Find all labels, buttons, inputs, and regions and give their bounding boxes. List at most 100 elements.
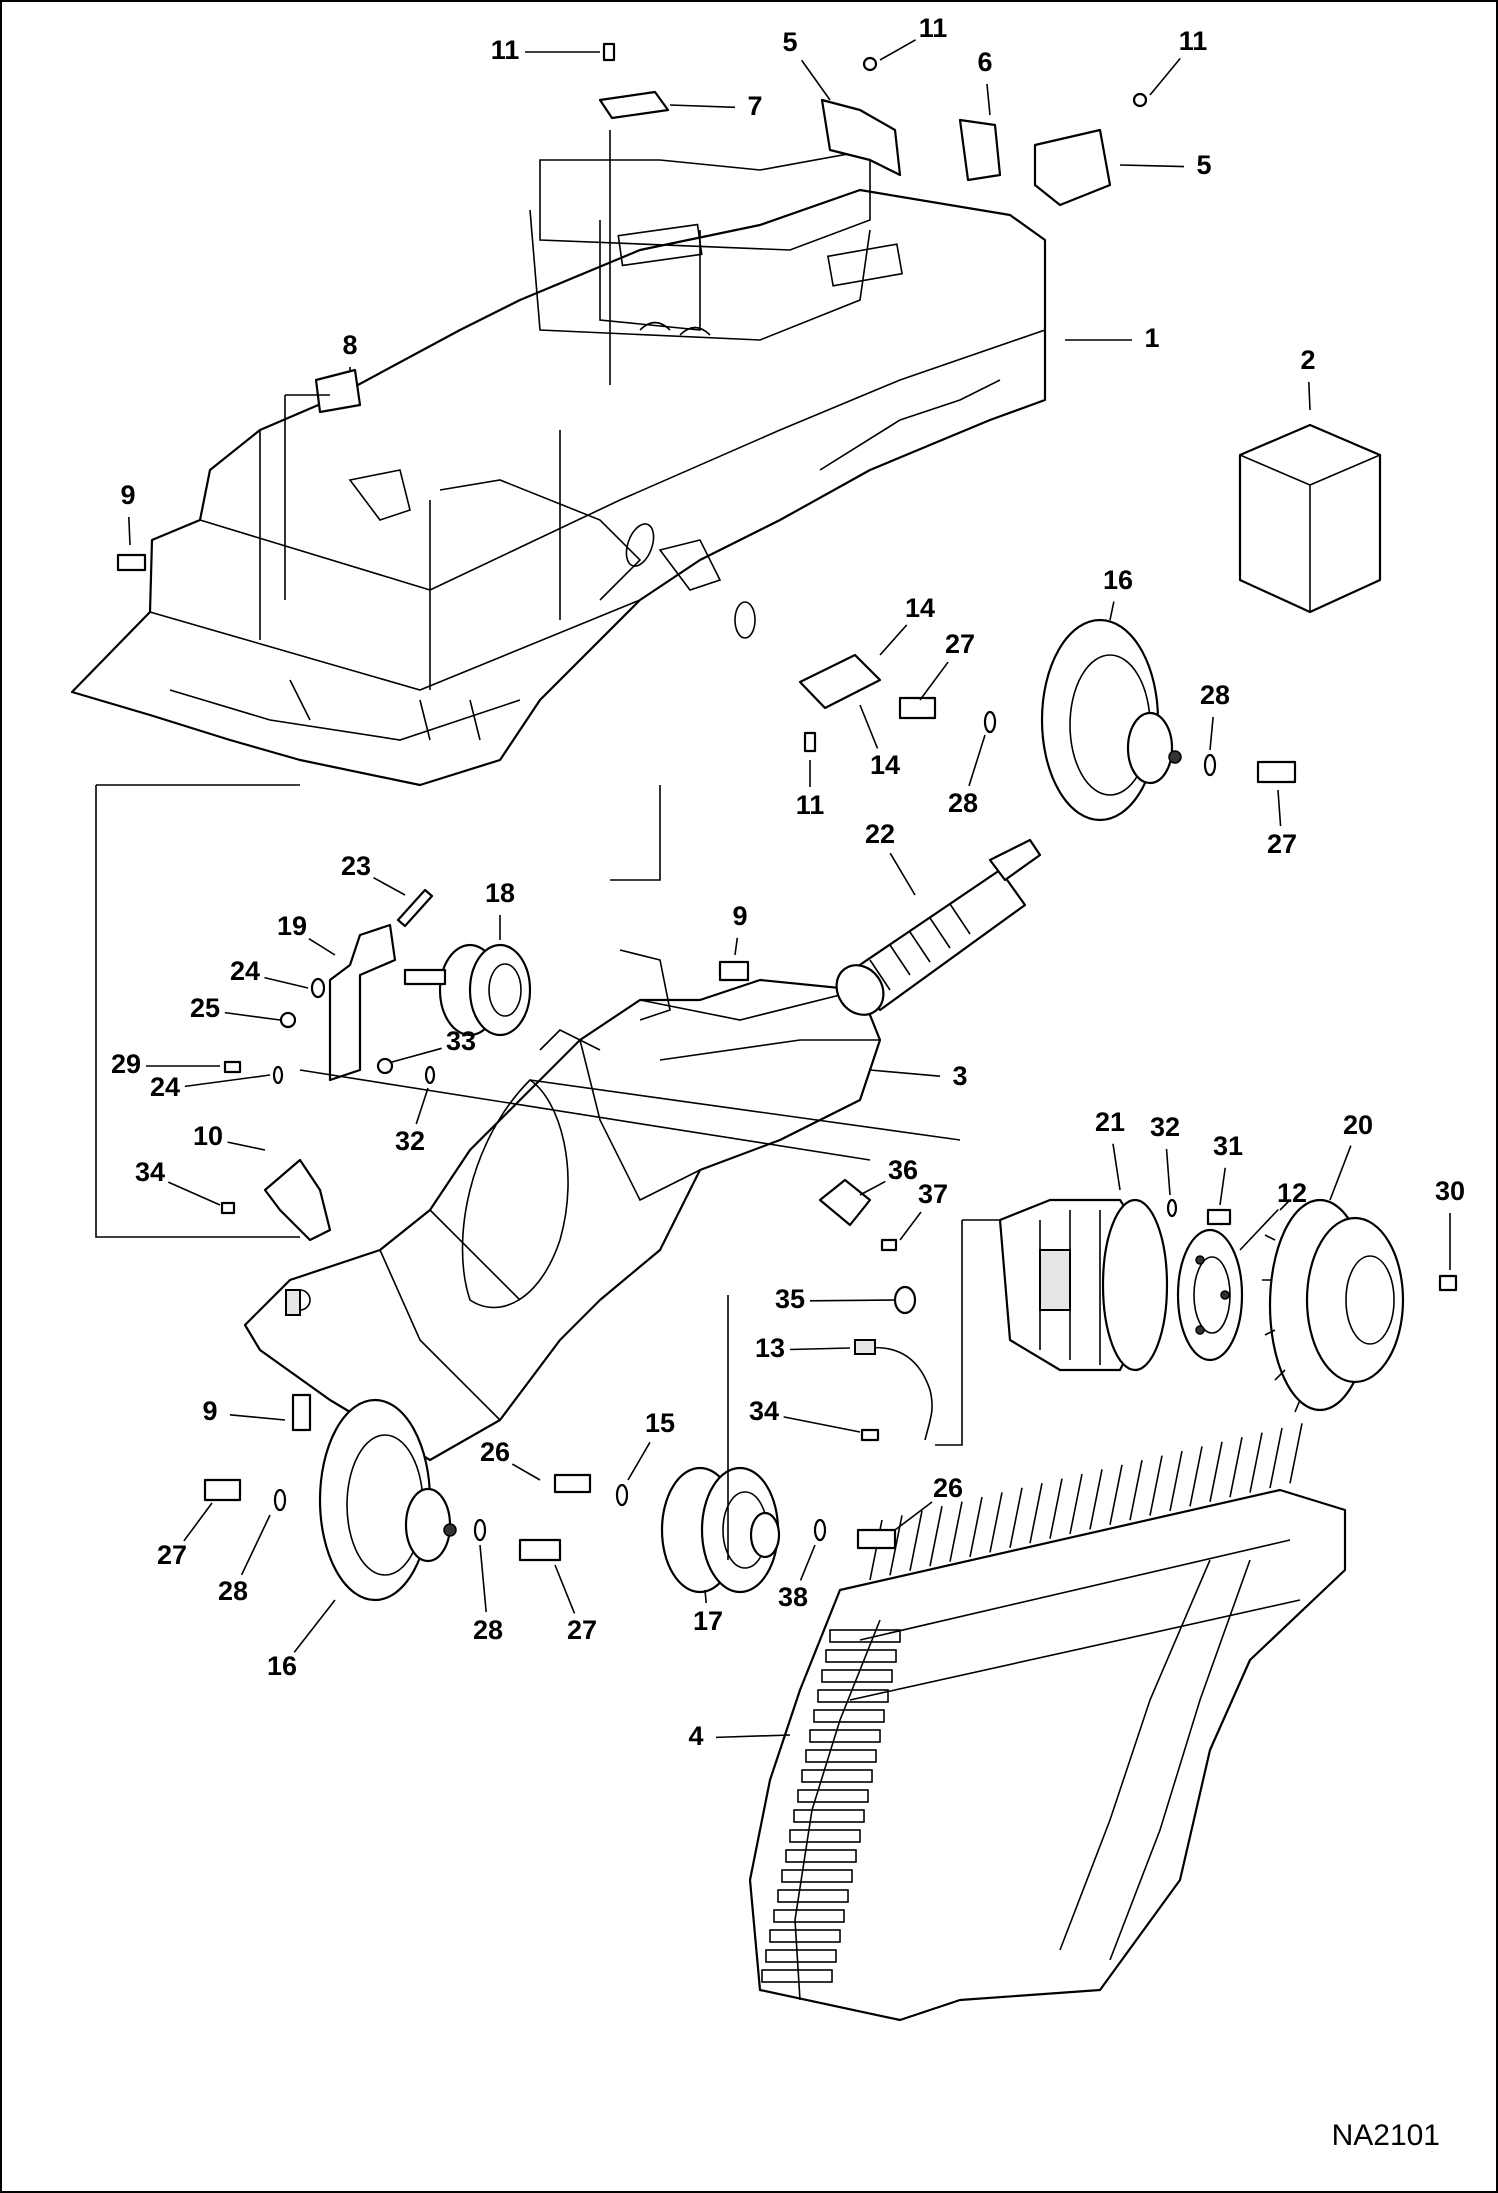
callout-32: 32 [1150,1112,1180,1142]
callout-30: 30 [1435,1176,1465,1206]
bolt-30 [1438,1274,1458,1292]
track-tread [761,1969,833,1983]
track-lug [1129,1460,1143,1521]
track-lug [1249,1432,1263,1493]
leader-28 [240,1514,271,1576]
washer-28-b [1203,753,1217,777]
leader-26 [511,1463,541,1481]
bolt-9-c [291,1393,312,1432]
callout-8: 8 [342,330,357,360]
leader-34 [783,1416,861,1433]
leader-25 [224,1011,281,1021]
bolt-27-a [898,696,937,720]
leader-4 [715,1734,791,1739]
track-tread [805,1749,877,1763]
track-lug [1269,1427,1283,1489]
leader-16 [293,1599,336,1653]
track-tread [785,1849,857,1863]
nut-25 [279,1011,297,1029]
leader-9 [128,516,131,546]
leader-36 [859,1180,886,1196]
main-frame [70,149,1047,787]
callout-24: 24 [150,1072,180,1102]
leader-27 [183,1502,213,1542]
part-drive-motor [998,1198,1169,1372]
callout-32: 32 [395,1126,425,1156]
leader-28 [479,1544,487,1613]
leader-28 [968,734,986,787]
callout-9: 9 [120,480,135,510]
callout-4: 4 [688,1721,703,1751]
callout-28: 28 [1200,680,1230,710]
part-roller-bracket [328,923,397,1082]
track-lug [1189,1446,1203,1507]
track-tread [773,1909,845,1923]
bolt-23 [396,888,434,928]
leader-33 [391,1047,442,1063]
callout-13: 13 [755,1333,785,1363]
track-lug [949,1501,963,1562]
leader-20 [1329,1145,1352,1201]
bolt-27-d [518,1538,562,1562]
callout-16: 16 [1103,565,1133,595]
callout-37: 37 [918,1179,948,1209]
callout-18: 18 [485,878,515,908]
track-lug [929,1506,943,1567]
washer-28-d [473,1518,487,1542]
leader-13 [789,1347,851,1351]
leader-22 [889,852,916,896]
leader-24 [264,976,309,989]
track-tread [813,1709,885,1723]
track-tread [789,1829,861,1843]
track-tread [769,1929,841,1943]
part-roller-lower [660,1466,781,1594]
track-lug [1009,1487,1023,1548]
callout-34: 34 [749,1396,779,1426]
drawing-reference-number: NA2101 [1331,2119,1440,2152]
part-box [1238,423,1382,614]
leader-37 [899,1211,922,1241]
callout-28: 28 [948,788,978,818]
leader-26 [894,1501,933,1531]
callout-16: 16 [267,1651,297,1681]
leader-32 [1165,1148,1171,1196]
callout-leaders [128,39,1451,1739]
part-sensor-cable [867,1346,933,1441]
callout-5: 5 [1196,150,1211,180]
track-lug [1289,1423,1303,1484]
track-lug [989,1492,1003,1553]
part-cover-left [820,98,902,177]
callout-15: 15 [645,1408,675,1438]
track-lug [1169,1450,1183,1512]
bolt-11-low [803,731,817,753]
callout-27: 27 [1267,829,1297,859]
bolt-31 [1206,1208,1232,1226]
part-sensor-clip [893,1285,917,1315]
leader-14 [879,624,908,656]
part-cover-bracket [263,1158,332,1242]
track-tread [801,1769,873,1783]
track-tread [817,1689,889,1703]
part-hub [1176,1228,1244,1362]
callout-26: 26 [480,1437,510,1467]
callout-3: 3 [952,1061,967,1091]
callout-34: 34 [135,1157,165,1187]
callout-9: 9 [202,1396,217,1426]
part-sensor-plug [854,1339,876,1355]
bolt-26-a [553,1473,592,1494]
part-inspection-cover [818,1178,872,1227]
track-lug [1109,1464,1123,1525]
leader-38 [799,1544,816,1581]
leader-27 [1277,789,1282,827]
track-lug [1069,1473,1083,1535]
track-tread [765,1949,837,1963]
leader-24 [184,1074,271,1088]
track-lug [1049,1478,1063,1539]
callout-19: 19 [277,911,307,941]
callout-17: 17 [693,1606,723,1636]
callout-11: 11 [491,35,520,65]
bolt-9-b [718,960,750,982]
part-roller-upper [403,943,532,1037]
